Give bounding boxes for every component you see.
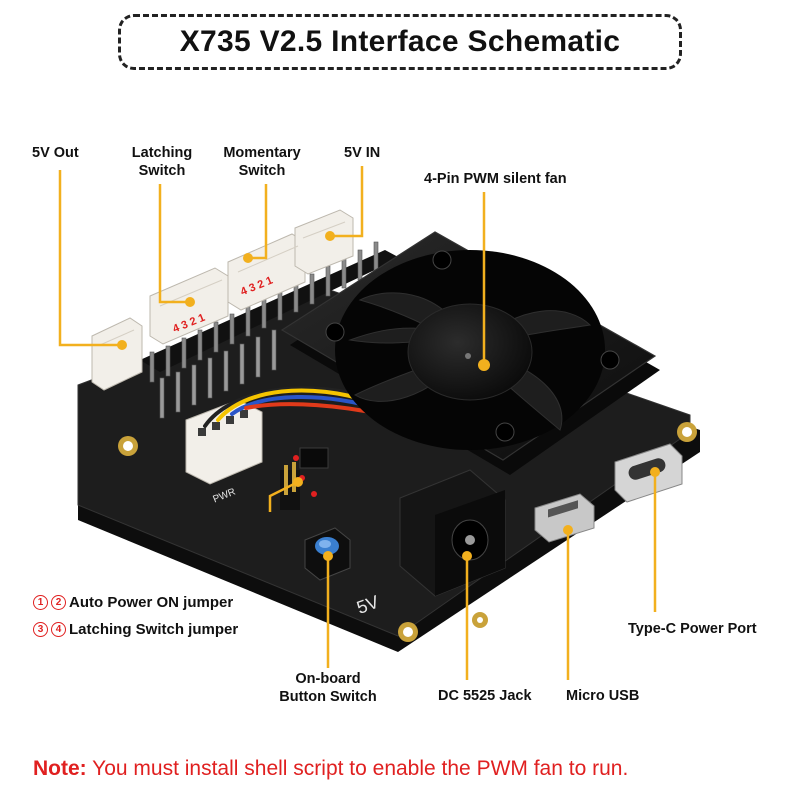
label-onboard-button: On-board Button Switch (279, 671, 377, 705)
note-key: Note: (33, 757, 87, 780)
label-micro-usb: Micro USB (566, 688, 640, 704)
leader-lines (58, 166, 657, 680)
label-latching-switch: Latching Switch (131, 145, 193, 179)
5v-out-connector (91, 317, 143, 391)
jumper-legend-text: Latching Switch jumper (69, 621, 239, 638)
leader-latching (158, 184, 190, 304)
pwm-fan (280, 231, 660, 475)
label-type-c: Type-C Power Port (628, 621, 757, 637)
label-pwm-fan: 4-Pin PWM silent fan (424, 171, 567, 187)
leader-5v-in (330, 166, 364, 238)
page-title: X735 V2.5 Interface Schematic (179, 25, 621, 58)
micro-usb-port (534, 493, 595, 543)
label-momentary-switch: Momentary Switch (223, 145, 301, 179)
gpio-header (140, 241, 400, 419)
leader-momentary (248, 184, 268, 260)
number-badge: 2 (51, 595, 66, 610)
note-line: Note: You must install shell script to e… (33, 757, 628, 781)
type-c-port (614, 443, 683, 503)
ic-chip (299, 447, 329, 469)
number-badge: 1 (33, 595, 48, 610)
momentary-switch-connector (227, 233, 306, 311)
jumper-legend-1: 1 2 Auto Power ON jumper (33, 594, 233, 611)
leader-5v-out (58, 170, 122, 347)
title-box: X735 V2.5 Interface Schematic (118, 14, 682, 70)
5v-in-connector (294, 209, 354, 275)
label-5v-in: 5V IN (344, 145, 381, 161)
jumper-legend-2: 3 4 Latching Switch jumper (33, 621, 238, 638)
label-dc-jack: DC 5525 Jack (438, 688, 532, 704)
note-text: You must install shell script to enable … (86, 757, 629, 780)
number-badge: 4 (51, 622, 66, 637)
leader-jumpers (268, 480, 299, 512)
number-badge: 3 (33, 622, 48, 637)
dc-5525-jack (399, 469, 506, 597)
label-5v-out: 5V Out (32, 145, 79, 161)
jumper-legend-text: Auto Power ON jumper (69, 594, 234, 611)
